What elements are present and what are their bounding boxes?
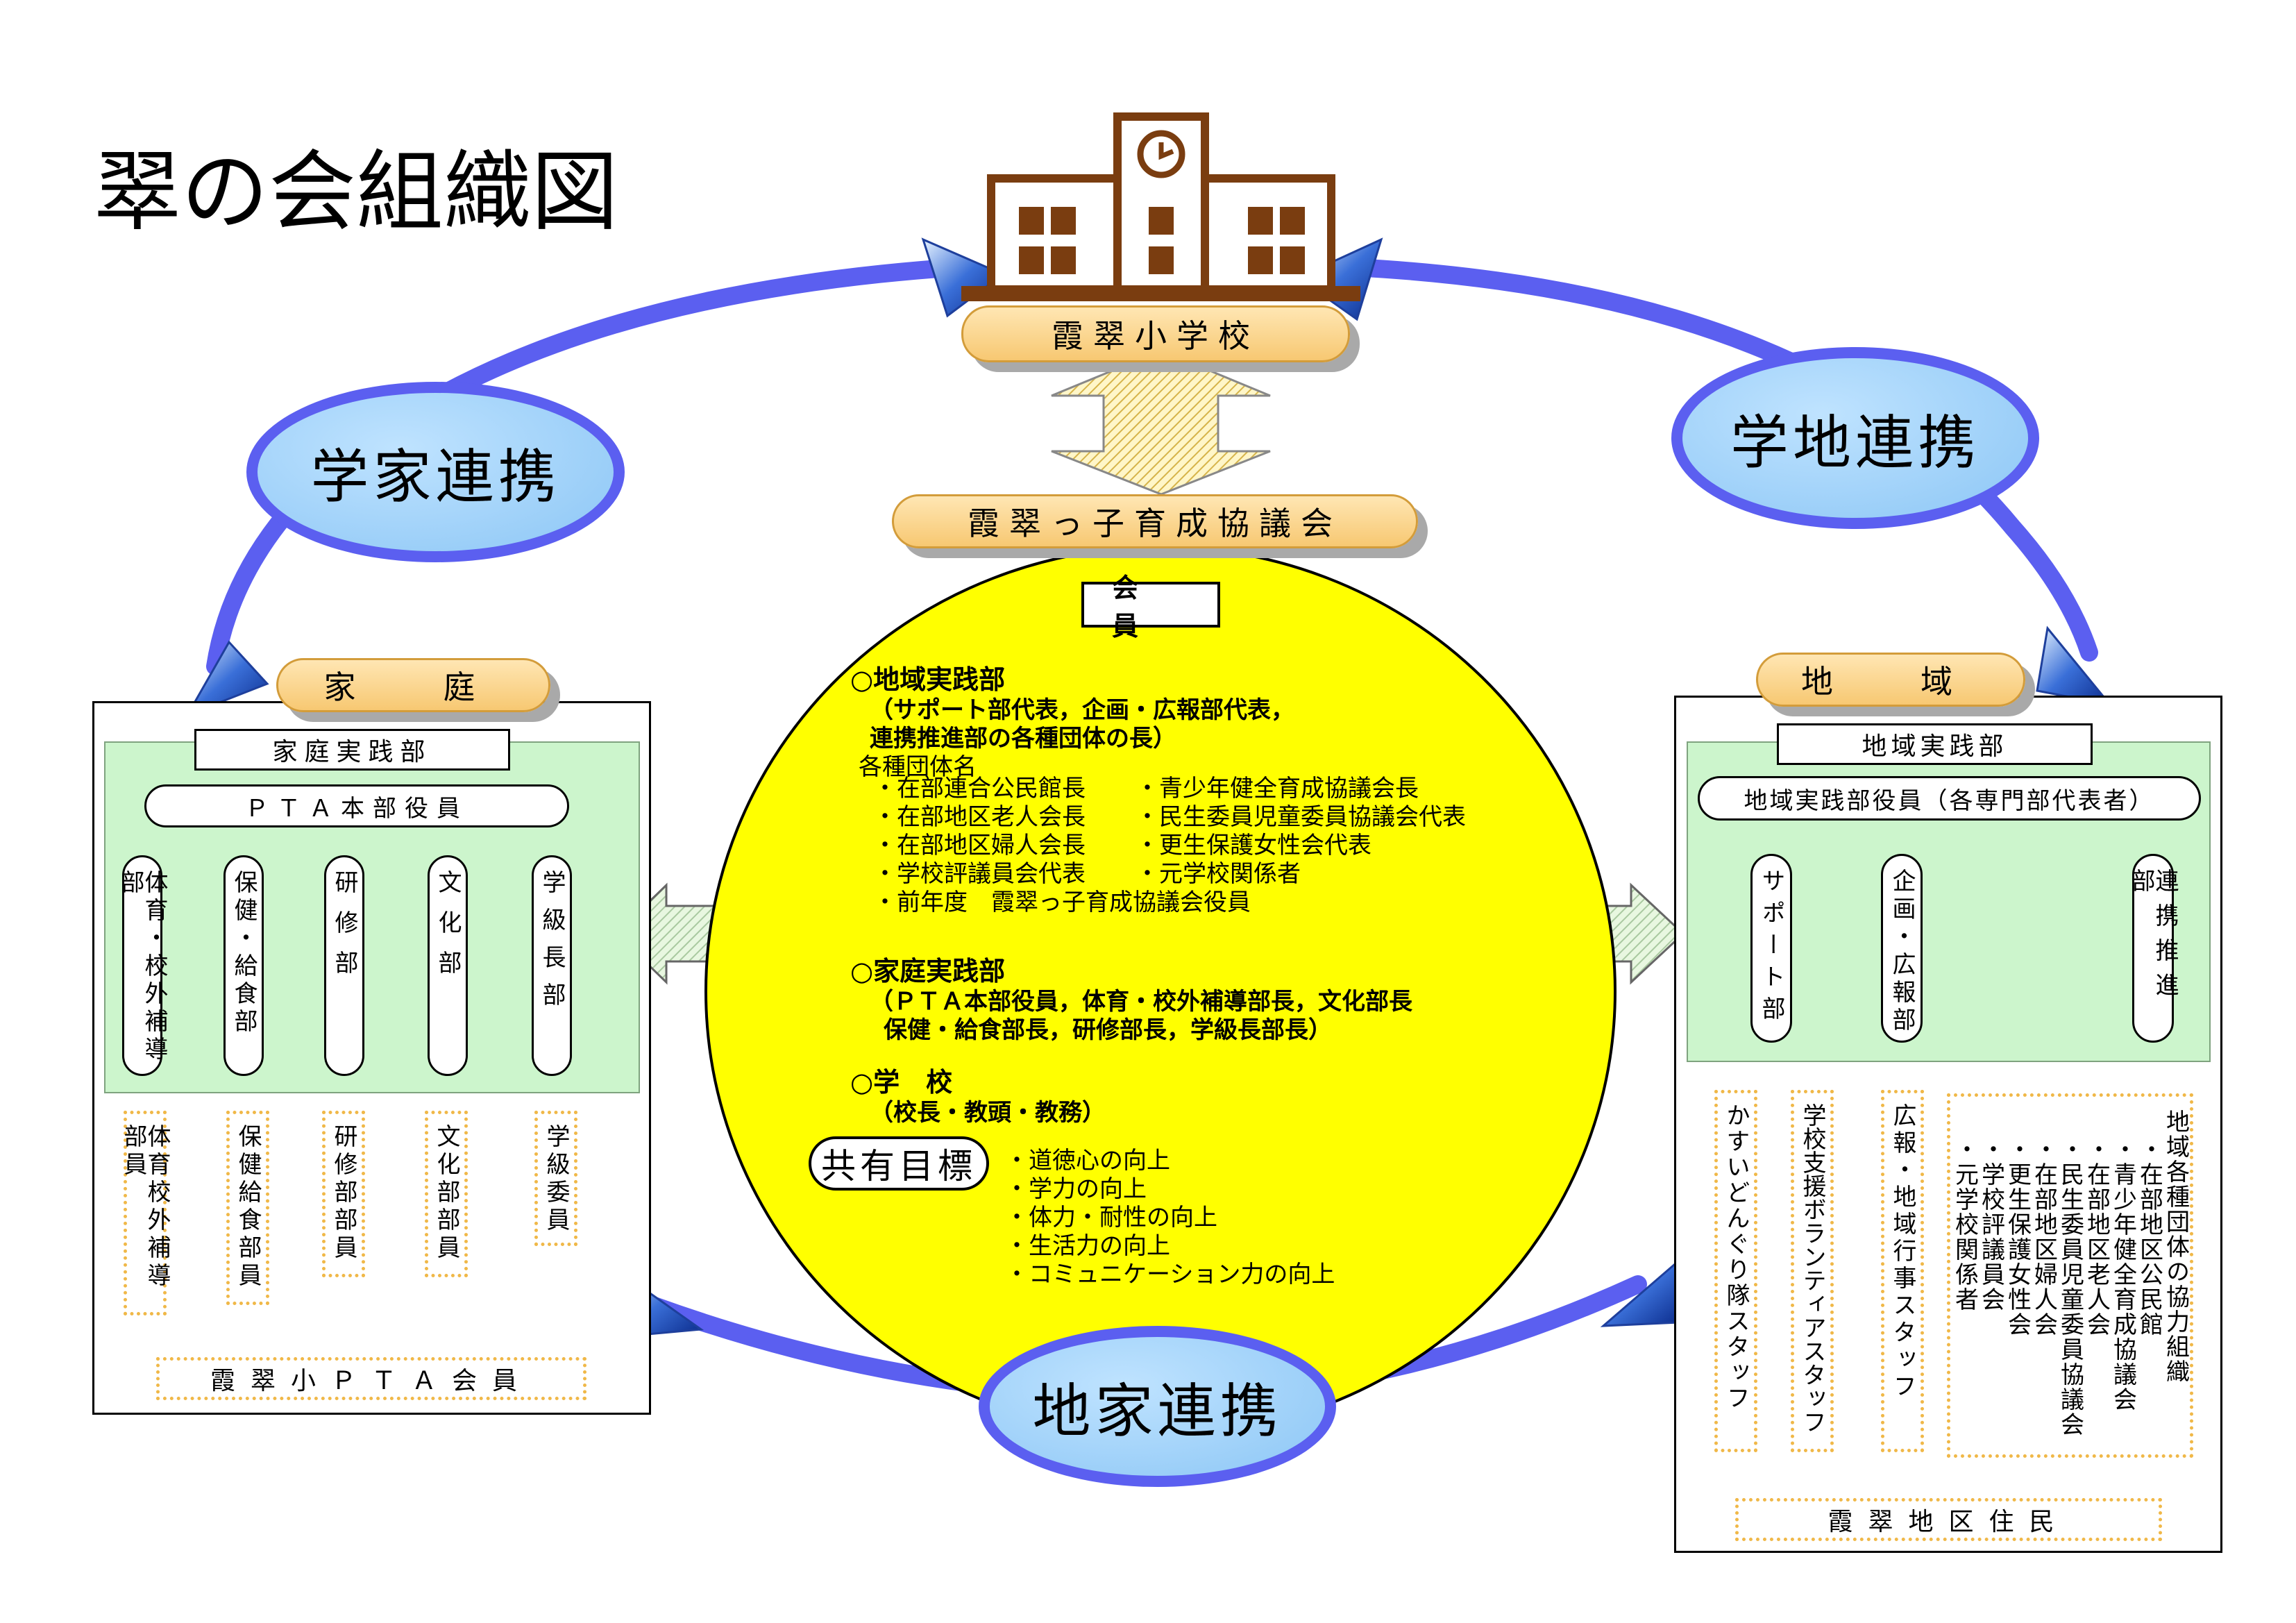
home-practice-label: 家庭実践部 bbox=[194, 729, 510, 771]
home-dept-3: 研修部 bbox=[324, 855, 364, 1076]
groups-right-list: ・青少年健全育成協議会長 ・民生委員児童委員協議会代表 ・更生保護女性会代表 ・… bbox=[1136, 775, 1466, 889]
region-officers-label: 地域実践部役員（各専門部代表者） bbox=[1698, 776, 2201, 821]
shared-goal-list: ・道徳心の向上 ・学力の向上 ・体力・耐性の向上 ・生活力の向上 ・コミュニケー… bbox=[1005, 1147, 1335, 1289]
group-item: ・学校評議員会代表 bbox=[873, 860, 1086, 888]
group-item: ・青少年健全育成協議会長 bbox=[1136, 775, 1419, 802]
coop-item: ・民生委員児童委員協議会 bbox=[2056, 1137, 2084, 1437]
group-item: ・民生委員児童委員協議会代表 bbox=[1136, 803, 1466, 831]
coop-item: ・在部地区老人会 bbox=[2082, 1137, 2111, 1337]
home-dept-2: 保健・給食部 bbox=[223, 855, 264, 1076]
group-item: ・在部地区婦人会長 bbox=[873, 832, 1086, 859]
school-building-icon bbox=[961, 112, 1360, 301]
group-item: ・前年度 霞翠っ子育成協議会役員 bbox=[873, 889, 1251, 916]
region-dept-planning: 企画・広報部 bbox=[1881, 854, 1923, 1043]
groups-label: 各種団体名 bbox=[859, 753, 977, 781]
arrowhead-left bbox=[185, 640, 269, 717]
coop-item: ・元学校関係者 bbox=[1950, 1137, 1979, 1312]
goal-item: ・コミュニケーション力の向上 bbox=[1005, 1261, 1335, 1288]
region-members-detail-1: （サポート部代表，企画・広報部代表， bbox=[870, 696, 1294, 724]
members-label: 会員 bbox=[1081, 573, 1220, 641]
home-members-detail-1: （ＰＴＡ本部役員，体育・校外補導部長，文化部長 bbox=[870, 988, 1412, 1016]
home-all-members: 霞翠小ＰＴＡ会員 bbox=[156, 1357, 586, 1400]
coop-item: ・在部地区婦人会 bbox=[2029, 1137, 2058, 1337]
group-item: ・更生保護女性会代表 bbox=[1136, 832, 1371, 859]
arrowhead-right bbox=[2036, 625, 2113, 707]
region-staff-1: かすいどんぐり隊スタッフ bbox=[1714, 1090, 1757, 1452]
group-item: ・在部連合公民館長 bbox=[873, 775, 1086, 802]
region-dept-cooperation: 連携推進部 bbox=[2127, 854, 2179, 1043]
home-dept-5: 学級長部 bbox=[532, 855, 572, 1076]
school-members-detail: （校長・教頭・教務） bbox=[870, 1099, 1106, 1127]
home-header: 家 庭 bbox=[276, 658, 550, 712]
home-members-3: 研修部部員 bbox=[322, 1111, 365, 1277]
home-members-section: ○家庭実践部 （ＰＴＡ本部役員，体育・校外補導部長，文化部長 保健・給食部長，研… bbox=[850, 950, 1412, 1045]
goal-item: ・道徳心の向上 bbox=[1005, 1147, 1170, 1175]
coop-item: ・青少年健全育成協議会 bbox=[2109, 1137, 2137, 1412]
home-members-4: 文化部部員 bbox=[425, 1111, 468, 1277]
home-members-1: 体育校外補導部員 bbox=[119, 1111, 171, 1315]
home-officers-label: ＰＴＡ本部役員 bbox=[144, 784, 569, 827]
school-council-double-arrow bbox=[1051, 349, 1271, 496]
home-members-detail-2: 保健・給食部長，研修部長，学級長部長） bbox=[884, 1016, 1332, 1044]
ring-arrowheads bbox=[185, 237, 2113, 1338]
school-members-heading: ○学 校 bbox=[850, 1067, 953, 1098]
region-practice-label: 地域実践部 bbox=[1777, 723, 2093, 765]
home-dept-1: 体育・校外補導部 bbox=[117, 855, 168, 1076]
group-item: ・在部地区老人会長 bbox=[873, 803, 1086, 831]
home-members-2: 保健給食部員 bbox=[226, 1111, 269, 1305]
region-members-heading: ○地域実践部 bbox=[850, 664, 1006, 695]
region-members-detail-2: 連携推進部の各種団体の長） bbox=[870, 725, 1176, 752]
page-title: 翠の会組織図 bbox=[94, 141, 618, 243]
region-home-link-oval: 地家連携 bbox=[979, 1326, 1336, 1487]
shared-goal-label: 共有目標 bbox=[809, 1136, 989, 1191]
council-label: 霞翠っ子育成協議会 bbox=[892, 494, 1418, 548]
coop-item: ・学校評議員会 bbox=[1977, 1137, 2005, 1312]
home-dept-4: 文化部 bbox=[428, 855, 468, 1076]
region-header: 地 域 bbox=[1756, 653, 2025, 707]
region-coop-title: 地域各種団体の協力組織 bbox=[2161, 1109, 2190, 1384]
groups-left-list: ・在部連合公民館長 ・在部地区老人会長 ・在部地区婦人会長 ・学校評議員会代表 … bbox=[873, 775, 1251, 917]
school-label: 霞翠小学校 bbox=[961, 305, 1350, 362]
goal-item: ・学力の向上 bbox=[1005, 1175, 1147, 1203]
region-coop-box: 地域各種団体の協力組織 ・在部地区公民館 ・青少年健全育成協議会 ・在部地区老人… bbox=[1947, 1093, 2193, 1458]
home-members-5: 学級委員 bbox=[534, 1111, 577, 1246]
coop-item: ・更生保護女性会 bbox=[2003, 1137, 2032, 1337]
goal-item: ・生活力の向上 bbox=[1005, 1232, 1170, 1260]
coop-item: ・在部地区公民館 bbox=[2135, 1137, 2163, 1337]
region-staff-3: 広報・地域行事スタッフ bbox=[1881, 1090, 1924, 1452]
school-members-section: ○学 校 （校長・教頭・教務） bbox=[850, 1061, 1106, 1127]
group-item: ・元学校関係者 bbox=[1136, 860, 1301, 888]
region-staff-2: 学校支援ボランティアスタッフ bbox=[1791, 1090, 1834, 1452]
school-home-link-oval: 学家連携 bbox=[246, 382, 625, 562]
region-members-section: ○地域実践部 （サポート部代表，企画・広報部代表， 連携推進部の各種団体の長） … bbox=[850, 658, 1294, 782]
home-members-heading: ○家庭実践部 bbox=[850, 956, 1006, 986]
region-dept-support: サポート部 bbox=[1750, 854, 1792, 1043]
region-residents: 霞翠地区住民 bbox=[1735, 1498, 2162, 1541]
goal-item: ・体力・耐性の向上 bbox=[1005, 1204, 1217, 1231]
school-region-link-oval: 学地連携 bbox=[1671, 347, 2039, 529]
